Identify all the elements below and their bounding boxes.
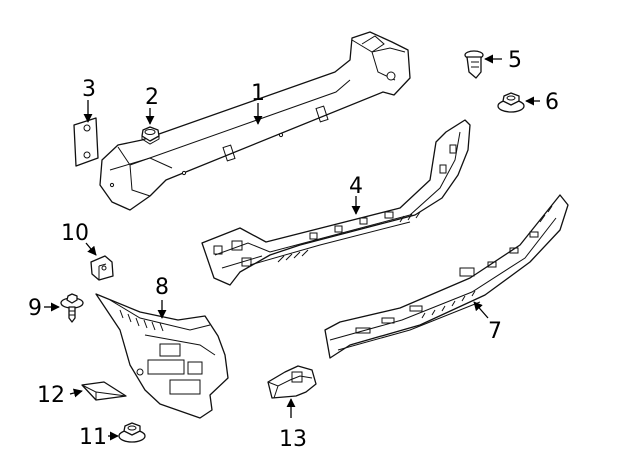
leader-10 [85, 242, 97, 256]
callout-8: 8 [155, 275, 169, 300]
callout-9: 9 [28, 296, 42, 321]
callout-5: 5 [508, 48, 522, 73]
part-1-bumper-reinforcement [99, 31, 411, 211]
part-4-absorber [201, 119, 471, 286]
callout-11: 11 [79, 425, 107, 450]
part-11-flange-nut [118, 422, 146, 443]
callout-1: 1 [251, 81, 265, 106]
part-3-bracket [73, 117, 99, 167]
callout-4: 4 [349, 174, 363, 199]
part-2-nut [141, 126, 160, 145]
callout-2: 2 [145, 85, 159, 110]
leader-lines [44, 54, 540, 441]
part-5-clip [464, 50, 484, 79]
callout-labels: 1 2 3 4 5 6 7 8 9 10 11 12 13 [28, 48, 559, 452]
leader-7 [473, 301, 489, 319]
callout-7: 7 [488, 319, 502, 344]
part-6-flange-nut [497, 92, 525, 113]
part-8-side-bracket [95, 293, 229, 419]
callout-13: 13 [279, 427, 307, 452]
part-10-clip-nut [90, 255, 114, 281]
leader-12 [69, 388, 83, 398]
part-12-wedge-pad [81, 381, 127, 401]
part-7-lower-support [324, 194, 569, 359]
callout-10: 10 [61, 221, 89, 246]
callout-12: 12 [37, 383, 65, 408]
callout-6: 6 [545, 90, 559, 115]
part-13-sensor-bracket [267, 365, 317, 399]
part-9-bolt [60, 293, 84, 323]
callout-3: 3 [82, 77, 96, 102]
